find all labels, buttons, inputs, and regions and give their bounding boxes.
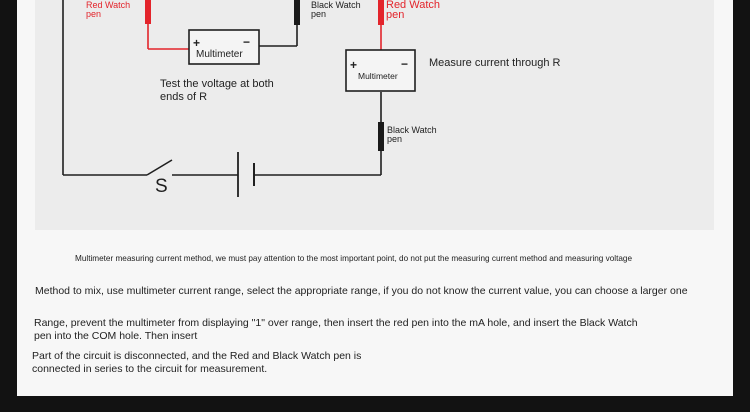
voltmeter-box bbox=[188, 29, 260, 65]
voltmeter-label: Multimeter bbox=[196, 49, 243, 60]
voltmeter-caption: Test the voltage at both ends of R bbox=[160, 78, 274, 103]
instruction-line-1: Method to mix, use multimeter current ra… bbox=[35, 285, 688, 297]
instruction-line-3: Part of the circuit is disconnected, and… bbox=[32, 350, 362, 375]
ammeter-caption: Measure current through R bbox=[429, 57, 561, 69]
instruction-line-2: Range, prevent the multimeter from displ… bbox=[34, 317, 638, 342]
ammeter-box bbox=[345, 49, 416, 92]
right-black-probe-label: Black Watch pen bbox=[387, 125, 437, 144]
right-red-probe bbox=[378, 0, 384, 25]
switch-label: S bbox=[155, 176, 168, 197]
instruction-heading: Multimeter measuring current method, we … bbox=[75, 254, 633, 263]
voltmeter-minus: − bbox=[243, 35, 251, 49]
right-black-probe bbox=[378, 122, 384, 151]
ammeter-minus: − bbox=[401, 57, 409, 71]
left-red-probe-label: Red Watch pen bbox=[86, 0, 131, 19]
ammeter-plus: + bbox=[350, 58, 358, 72]
right-red-probe-label: Red Watch pen bbox=[386, 0, 441, 21]
left-black-probe bbox=[294, 0, 300, 25]
left-red-probe bbox=[145, 0, 151, 24]
voltmeter-plus: + bbox=[193, 36, 201, 50]
ammeter-label: Multimeter bbox=[358, 71, 398, 81]
switch-blade bbox=[146, 159, 173, 176]
left-black-probe-label: Black Watch pen bbox=[311, 0, 361, 19]
